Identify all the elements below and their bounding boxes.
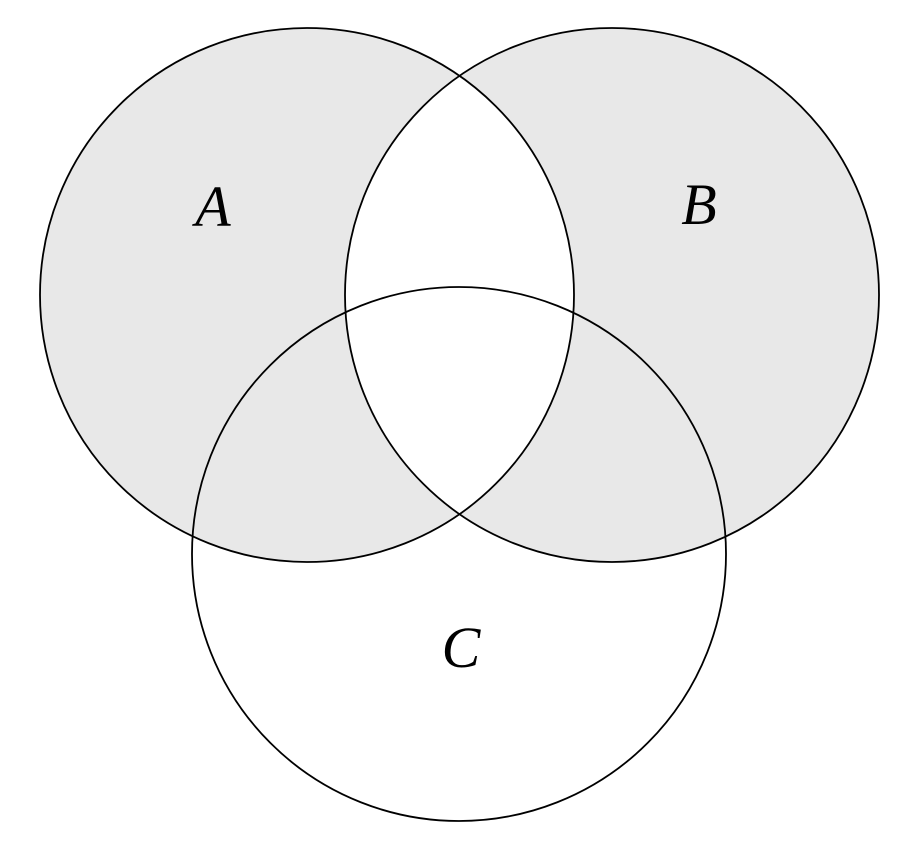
- set-label-c: C: [442, 615, 482, 680]
- circle-set-b: [344, 27, 880, 563]
- set-label-a: A: [191, 174, 231, 239]
- circle-set-a: [39, 27, 575, 563]
- shaded-symmetric-difference-region: [40, 27, 879, 563]
- circle-set-c: [191, 286, 727, 822]
- set-label-b: B: [681, 172, 716, 237]
